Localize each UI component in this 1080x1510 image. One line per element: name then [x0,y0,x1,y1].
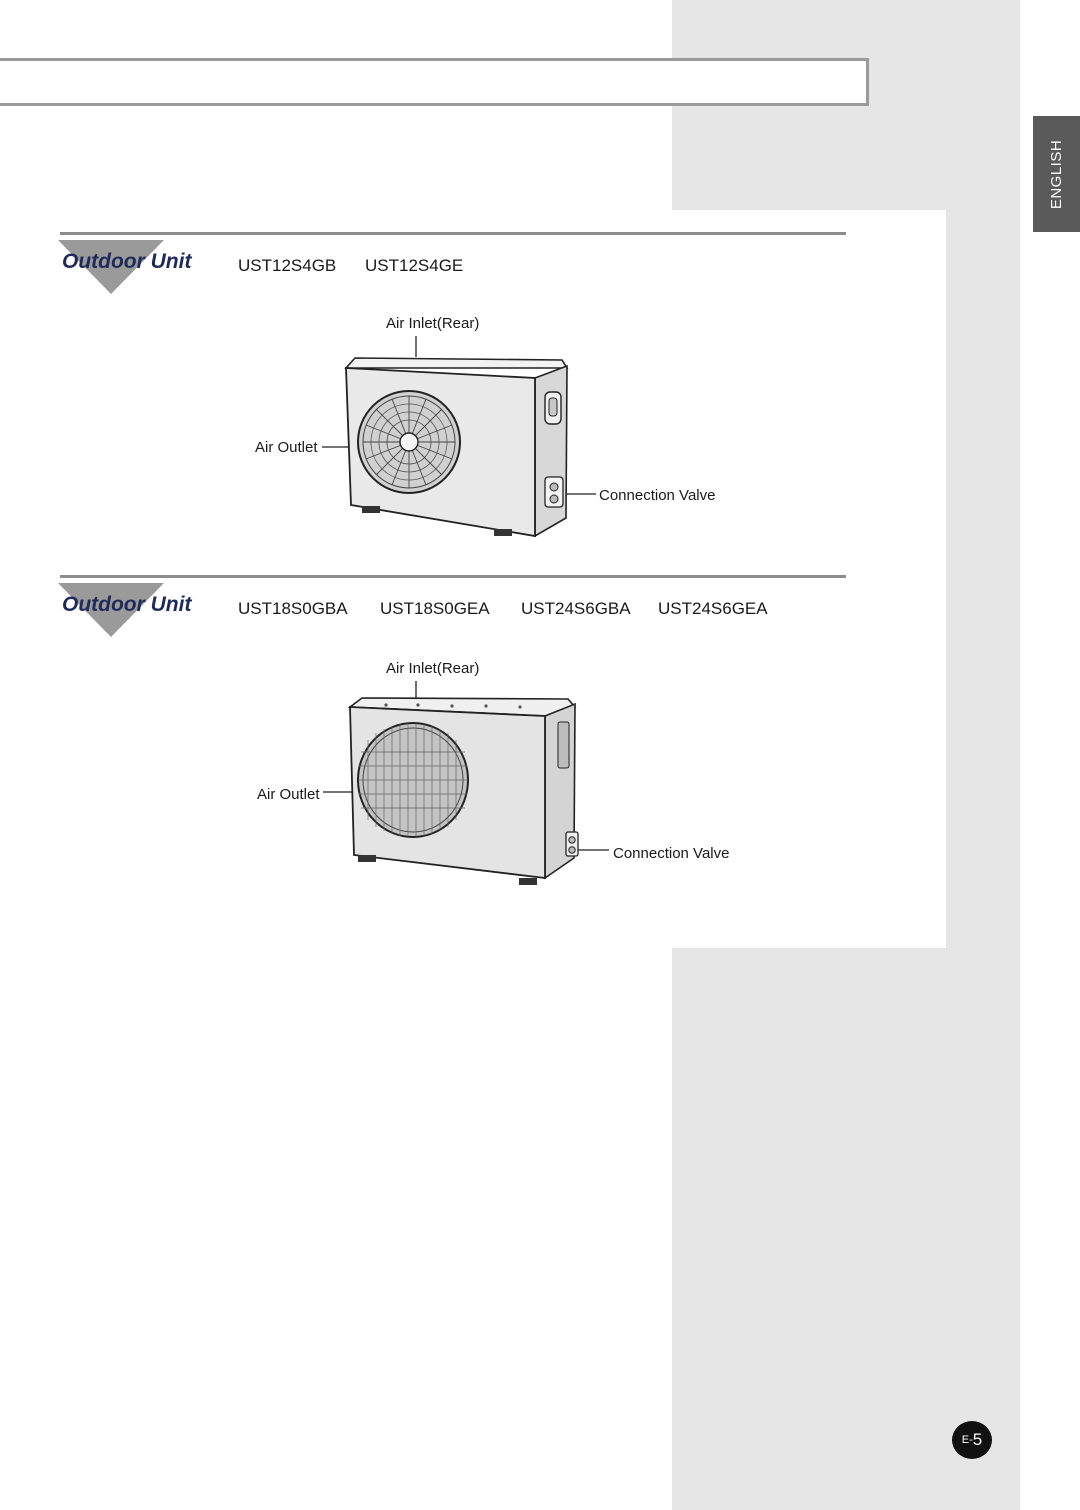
air-outlet-label: Air Outlet [255,439,318,456]
language-tab-label: ENGLISH [1048,139,1066,209]
header-bar [0,58,869,106]
page-number: 5 [972,1430,983,1449]
air-outlet-label: Air Outlet [257,786,320,803]
connection-valve-label: Connection Valve [599,487,716,504]
air-inlet-label: Air Inlet(Rear) [386,315,480,332]
page-number-prefix: E- [961,1434,973,1446]
air-inlet-label: Air Inlet(Rear) [386,660,480,677]
section-divider [60,575,846,578]
section-title: Outdoor Unit [62,593,192,616]
section-marker-triangle [58,583,164,637]
model-name: UST12S4GB [238,256,337,275]
section-title: Outdoor Unit [62,250,192,273]
section-divider [60,232,846,235]
outdoor-unit-large-illustration [323,681,609,885]
section-marker-triangle [58,240,164,294]
page-number-badge: E-5 [952,1421,992,1459]
model-name: UST18S0GEA [380,599,490,618]
model-name: UST18S0GBA [238,599,348,618]
language-tab[interactable]: ENGLISH [1033,116,1080,232]
model-name: UST24S6GBA [521,599,631,618]
model-name: UST24S6GEA [658,599,768,618]
outdoor-unit-small-illustration [322,336,596,538]
model-name: UST12S4GE [365,256,464,275]
connection-valve-label: Connection Valve [613,845,730,862]
